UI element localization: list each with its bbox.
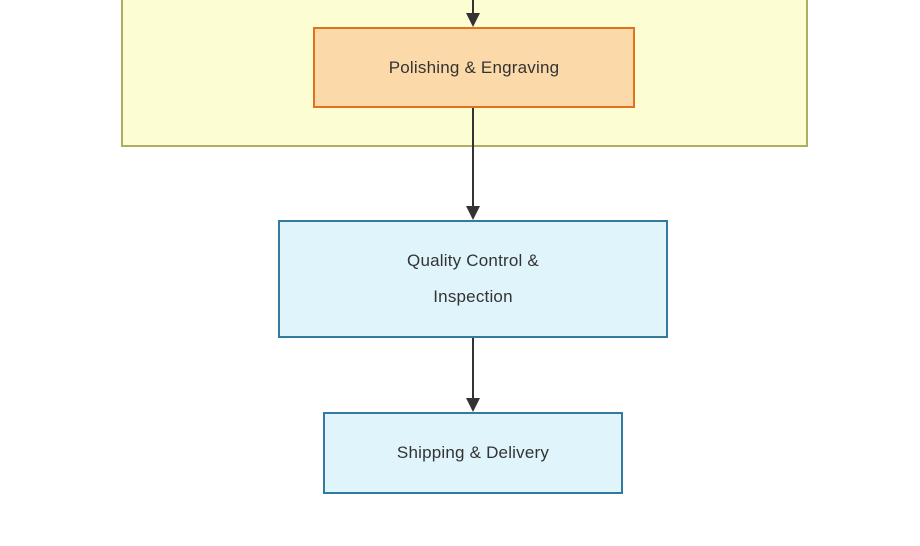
node-quality-control-label-line2: Inspection xyxy=(433,287,513,306)
edge-into-polishing-line xyxy=(472,0,474,15)
edge-quality-to-shipping-line xyxy=(472,338,474,400)
arrowhead-into-polishing xyxy=(466,13,480,27)
node-quality-control-label-line1: Quality Control & xyxy=(407,251,539,270)
node-shipping-delivery: Shipping & Delivery xyxy=(323,412,623,494)
node-polishing-engraving: Polishing & Engraving xyxy=(313,27,635,108)
edge-polishing-to-quality-line xyxy=(472,108,474,208)
arrowhead-into-shipping xyxy=(466,398,480,412)
arrowhead-into-quality xyxy=(466,206,480,220)
node-shipping-delivery-label: Shipping & Delivery xyxy=(396,443,550,462)
node-quality-control-inspection: Quality Control & Inspection xyxy=(278,220,668,338)
node-polishing-engraving-label: Polishing & Engraving xyxy=(388,57,560,77)
